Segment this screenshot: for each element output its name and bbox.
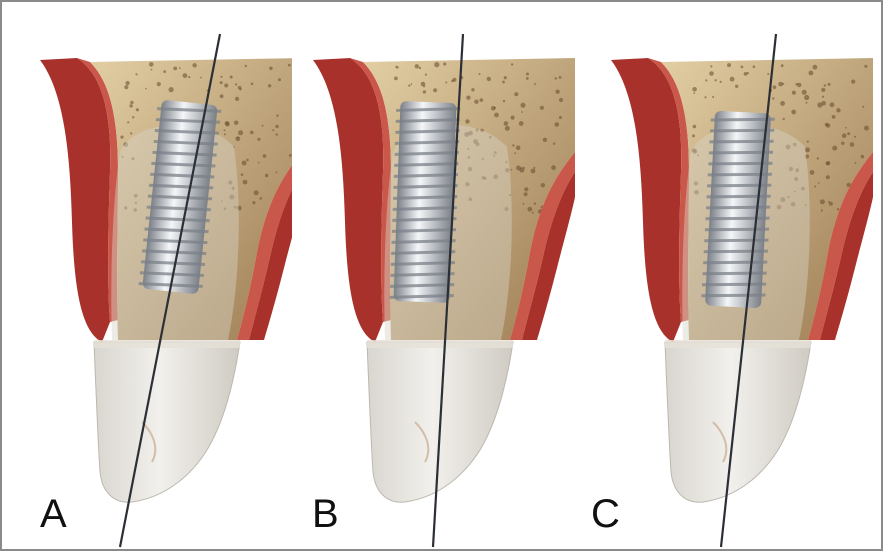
panel-b: B [295, 2, 585, 549]
panel-c-illustration [588, 2, 878, 549]
labial-gingiva [611, 58, 681, 342]
panel-a-label: A [40, 494, 67, 534]
labial-gingiva [313, 58, 383, 342]
panel-a-illustration [2, 2, 292, 549]
panel-b-label: B [312, 494, 339, 534]
labial-gingiva [40, 58, 110, 342]
panel-scene [40, 58, 292, 502]
tooth-crown [665, 342, 811, 502]
panel-c: C [588, 2, 878, 549]
panel-a: A [2, 2, 292, 549]
tooth-crown [94, 342, 240, 502]
panel-scene [611, 58, 873, 502]
crown-margin [665, 340, 811, 348]
crown-margin [94, 340, 240, 348]
crown-margin [367, 340, 513, 348]
panel-c-label: C [591, 494, 620, 534]
panel-b-illustration [295, 2, 585, 549]
panel-scene [313, 58, 575, 502]
